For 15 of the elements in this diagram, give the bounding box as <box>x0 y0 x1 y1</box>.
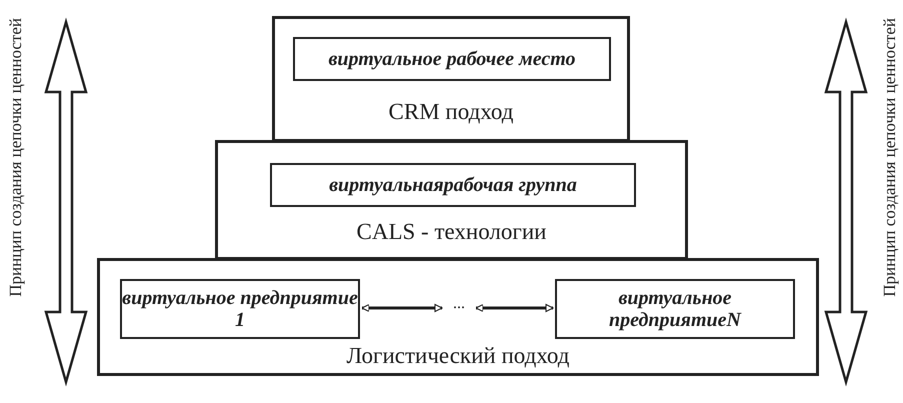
text-box: виртуальнаярабочая группа <box>270 163 636 207</box>
double-arrow <box>475 304 554 312</box>
layer-title: CALS - технологии <box>356 219 548 245</box>
double-arrow <box>361 304 443 312</box>
text-box: виртуальное предприятиеN <box>555 279 795 339</box>
layer-box <box>215 140 688 260</box>
layer-title: CRM подход <box>388 99 514 125</box>
side-label: Принцип создания цепочки ценностей <box>6 18 26 297</box>
layer-title: Логистический подход <box>346 343 570 369</box>
side-label: Принцип создания цепочки ценностей <box>880 18 900 297</box>
text-box: виртуальное предприятие 1 <box>120 279 360 339</box>
text-box: виртуальное рабочее место <box>293 37 611 81</box>
layer-box <box>97 258 819 376</box>
layer-box <box>272 16 630 142</box>
ellipsis-text: ... <box>444 295 474 319</box>
